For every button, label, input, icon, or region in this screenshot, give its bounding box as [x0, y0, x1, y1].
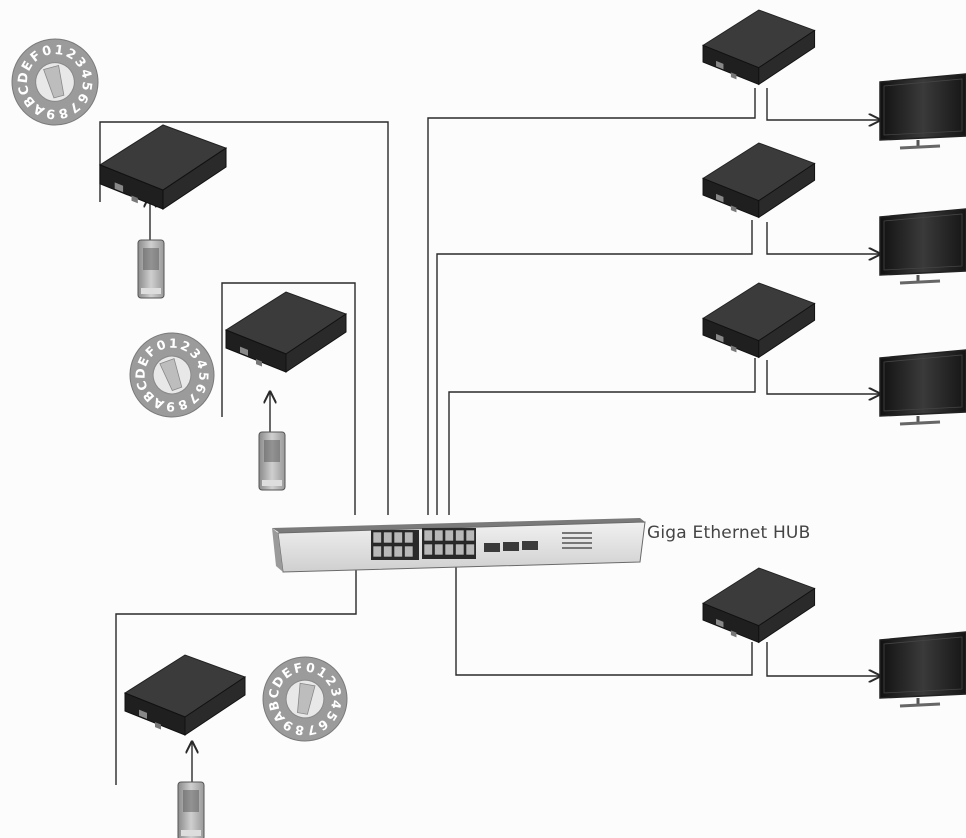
source-pc-3 — [177, 781, 205, 838]
dial-digit: 5 — [196, 372, 211, 381]
cable-to-tv-2 — [766, 222, 880, 254]
dial-digit: C — [16, 84, 33, 97]
dial-digit: 9 — [45, 105, 56, 121]
tv-display-2 — [879, 208, 966, 285]
dial-digit: 4 — [328, 699, 344, 710]
dial-digit: 0 — [41, 43, 54, 60]
dial-digit: D — [16, 71, 32, 84]
hub-label: Giga Ethernet HUB — [647, 523, 811, 543]
dial-digit: F — [292, 660, 304, 677]
encoder-box-2 — [224, 291, 348, 373]
dial-digit: 9 — [166, 399, 175, 414]
cable-hub-to-decoder-2 — [436, 220, 753, 515]
dial-digit: C — [265, 688, 281, 700]
cable-hub-to-decoder-3 — [448, 358, 756, 515]
giga-ethernet-hub — [272, 518, 646, 573]
dial-digit: 1 — [54, 43, 65, 59]
dial-digit: 7 — [306, 722, 318, 739]
encoder-box-3 — [123, 654, 247, 736]
decoder-box-2 — [701, 142, 816, 219]
cable-to-tv-1 — [766, 88, 880, 120]
decoder-box-1 — [701, 9, 816, 86]
dial-digit: 5 — [78, 81, 94, 92]
encoder-box-1 — [98, 124, 228, 210]
dial-digit: D — [133, 368, 148, 379]
dial-digit: 8 — [294, 722, 305, 738]
dial-digit: B — [266, 700, 283, 713]
cable-hub-to-decoder-1 — [427, 88, 756, 515]
dial-digit: 1 — [169, 336, 178, 351]
cable-encoder-2-to-hub — [221, 282, 356, 515]
dial-digit: 8 — [57, 104, 70, 121]
cable-to-tv-3 — [766, 360, 880, 394]
cable-to-tv-4 — [766, 642, 880, 676]
cable-encoder-1-to-hub — [99, 121, 389, 515]
decoder-box-3 — [701, 282, 816, 359]
decoder-box-4 — [701, 567, 816, 644]
dial-digit: 3 — [328, 686, 345, 698]
cable-hub-to-decoder-4 — [455, 566, 753, 676]
dial-digit: 4 — [77, 68, 94, 81]
tv-display-1 — [879, 73, 966, 150]
tv-display-4 — [879, 631, 966, 708]
cable-encoder-3-to-hub — [115, 566, 357, 785]
source-pc-1 — [137, 239, 165, 299]
source-pc-2 — [258, 431, 286, 491]
tv-display-3 — [879, 349, 966, 426]
dial-digit: 0 — [305, 660, 316, 676]
